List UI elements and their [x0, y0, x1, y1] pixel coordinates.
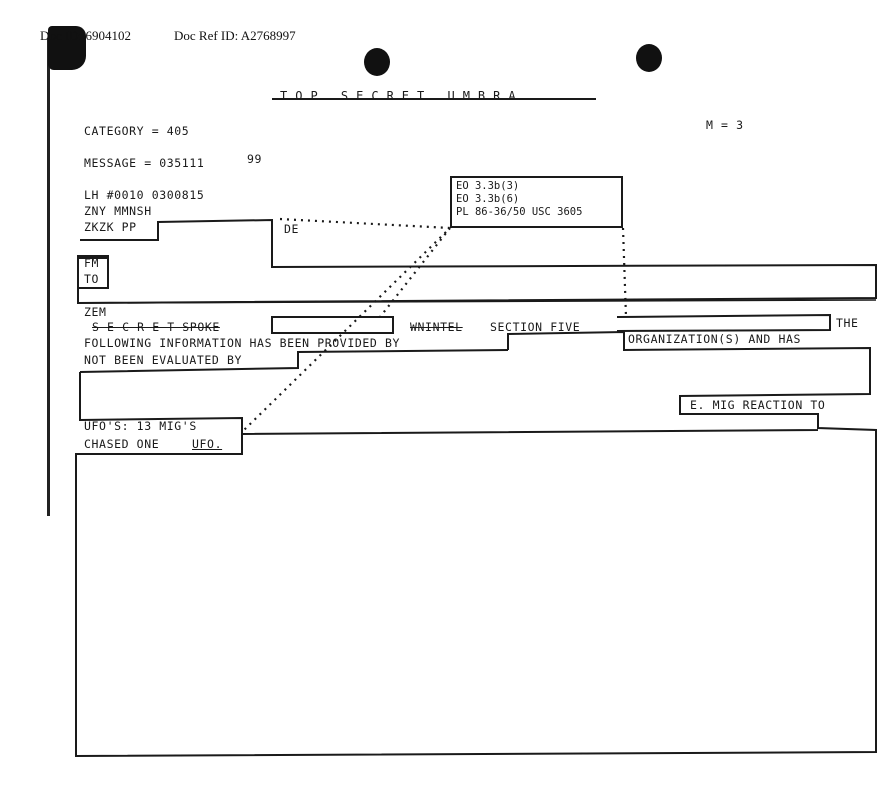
wnintel: WNINTEL — [410, 320, 463, 334]
punch-hole-left — [364, 48, 390, 76]
chased-line: CHASED ONE — [84, 437, 160, 451]
redaction-outline-section — [616, 313, 831, 332]
organizations: ORGANIZATION(S) AND HAS — [628, 332, 802, 346]
section-five: SECTION FIVE — [490, 320, 581, 334]
redaction-outline-routing — [77, 218, 877, 305]
doc-ref-id: Doc Ref ID: A2768997 — [174, 28, 296, 43]
leader-de — [279, 217, 451, 230]
mig-reaction: E. MIG REACTION TO — [690, 398, 826, 412]
strike-bar — [79, 299, 877, 304]
margin-scan-line — [47, 38, 50, 516]
exemption-line-2: EO 3.3b(6) — [456, 193, 520, 205]
m-line: M = 3 — [706, 118, 744, 132]
secret-spoke: S E C R E T SPOKE — [92, 320, 220, 334]
routing-line-2: ZNY MMNSH — [84, 204, 152, 218]
exemption-box: EO 3.3b(3) EO 3.3b(6) PL 86-36/50 USC 36… — [450, 176, 623, 228]
routing-fm: FM — [84, 256, 100, 270]
leader-spoke — [379, 227, 451, 318]
category-line: CATEGORY = 405 — [84, 124, 190, 138]
redaction-outline-evaluated — [79, 349, 509, 373]
routing-line-1: LH #0010 0300815 — [84, 188, 205, 202]
redaction-outline-spoke — [271, 316, 394, 334]
ufo-line: UFO'S: 13 MIG'S — [84, 419, 197, 433]
routing-to: TO — [84, 272, 100, 286]
classification-underline — [272, 98, 596, 100]
doc-id: Doc ID: 6904102 — [40, 28, 131, 43]
message-suffix: 99 — [247, 152, 263, 166]
leader-ufo — [243, 231, 447, 431]
exemption-line-3: PL 86-36/50 USC 3605 — [456, 206, 583, 218]
not-evaluated: NOT BEEN EVALUATED BY — [84, 353, 242, 367]
routing-line-3: ZKZK PP — [84, 220, 137, 234]
word-the: THE — [836, 316, 859, 330]
redaction-outline-ufo — [79, 372, 243, 454]
redaction-blot — [48, 26, 86, 70]
redaction-outline-fm-to — [77, 255, 109, 289]
routing-zem: ZEM — [84, 305, 107, 319]
punch-hole-right — [636, 44, 662, 72]
ufo-underlined: UFO. — [192, 437, 223, 451]
exemption-line-1: EO 3.3b(3) — [456, 180, 520, 192]
routing-de: DE — [284, 222, 300, 236]
message-line: MESSAGE = 035111 — [84, 156, 205, 170]
following-information: FOLLOWING INFORMATION HAS BEEN PROVIDED … — [84, 336, 400, 350]
leader-section — [621, 227, 628, 318]
redaction-outline-provided — [75, 330, 877, 758]
